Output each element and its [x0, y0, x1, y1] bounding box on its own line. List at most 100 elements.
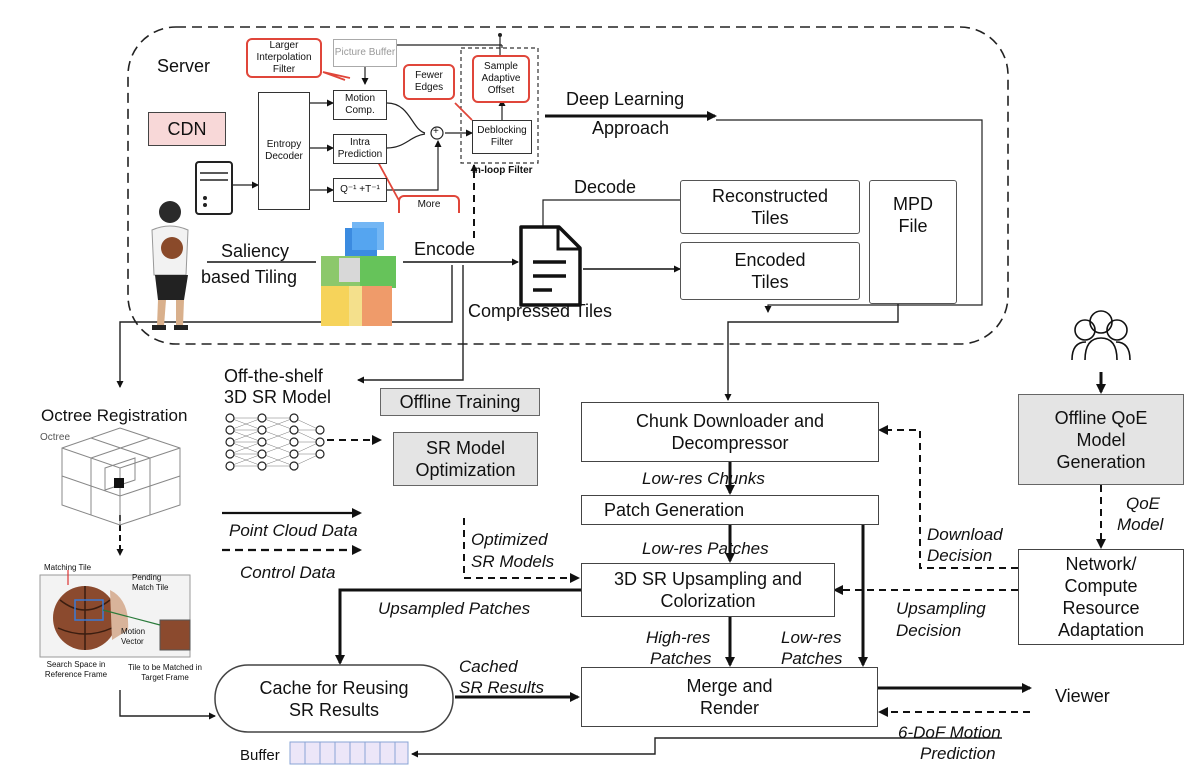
intra-prediction-label: Intra Prediction [337, 137, 383, 160]
tile-to-match-label: Tile to be Matched in Target Frame [128, 663, 202, 682]
decision-b-label: Decision [896, 621, 962, 640]
motion-prediction-label-2: Prediction [920, 744, 996, 763]
deep-learning-label: Deep Learning [566, 89, 685, 109]
pending-match-label: Pending Match Tile [132, 573, 169, 592]
more-label: More [417, 199, 441, 210]
encode-label: Encode [414, 239, 476, 259]
intra-prediction-box: Intra Prediction [333, 134, 387, 164]
entropy-decoder-label: Entropy Decoder [265, 139, 303, 162]
more-callout: More [398, 195, 460, 213]
chunk-downloader-box: Chunk Downloader and Decompressor [581, 402, 879, 462]
high-res-patches-label: Patches [650, 649, 712, 668]
octree-label: Octree [40, 432, 71, 443]
viewer-label: Viewer [1055, 686, 1110, 706]
sr-upsampling-label: 3D SR Upsampling and Colorization [613, 569, 803, 611]
buffer-label: Buffer [240, 747, 280, 764]
motion-prediction-label-1: 6-DoF Motion [898, 723, 1001, 742]
sr-models-label: SR Models [471, 552, 555, 571]
compressed-tiles-label: Compressed Tiles [468, 301, 613, 321]
network-adaptation-label: Network/ Compute Resource Adaptation [1057, 554, 1145, 640]
server-label: Server [157, 56, 211, 76]
fewer-edges-label: Fewer Edges [414, 70, 444, 93]
merge-render-label: Merge and Render [686, 676, 773, 718]
reconstructed-tiles-label: Reconstructed Tiles [711, 186, 829, 228]
chunk-downloader-label: Chunk Downloader and Decompressor [635, 411, 825, 453]
sr-model-opt-box: SR Model Optimization [393, 432, 538, 486]
person-figure [151, 201, 189, 330]
decode-label: Decode [574, 177, 637, 197]
encoded-tiles-label: Encoded Tiles [734, 250, 806, 292]
offline-training-label: Offline Training [399, 392, 521, 412]
low-res-chunks-label: Low-res Chunks [642, 469, 765, 488]
sr-upsampling-box: 3D SR Upsampling and Colorization [581, 563, 835, 617]
optimized-label: Optimized [471, 530, 548, 549]
mpd-file-box: MPD File [869, 180, 957, 304]
octree-registration-label: Octree Registration [41, 406, 188, 425]
sao-label: Sample Adaptive Offset [481, 61, 521, 96]
q-t-box: Q⁻¹ +T⁻¹ [333, 178, 387, 202]
sao-callout: Sample Adaptive Offset [472, 55, 530, 103]
patch-generation-label: Patch Generation [604, 500, 745, 520]
ots-model-line1: Off-the-shelf [224, 366, 323, 386]
sr-model-opt-label: SR Model Optimization [415, 438, 516, 480]
inloop-filter-label: In-loop Filter [472, 165, 533, 176]
patch-generation-box: Patch Generation [581, 495, 879, 525]
ots-model-line2: 3D SR Model [224, 387, 332, 407]
reconstructed-tiles-box: Reconstructed Tiles [680, 180, 860, 234]
neural-network-icon [229, 417, 321, 467]
q-t-label: Q⁻¹ +T⁻¹ [340, 184, 380, 195]
motion-vector-label: Motion Vector [121, 627, 146, 646]
cache-label: Cache for Reusing SR Results [259, 677, 409, 720]
upsampling-label: Upsampling [896, 599, 986, 618]
point-cloud-data-label: Point Cloud Data [229, 521, 358, 540]
cdn-label: CDN [167, 118, 207, 139]
server-tower-icon [195, 161, 233, 215]
decision-a-label: Decision [927, 546, 993, 565]
low-res-patches-label: Low-res Patches [642, 539, 769, 558]
sum-sign: + [433, 126, 439, 137]
saliency-label: Saliency [221, 241, 290, 261]
merge-render-box: Merge and Render [581, 667, 878, 727]
control-data-label: Control Data [240, 563, 336, 582]
matching-image [39, 570, 191, 658]
octree-cube-icon [61, 427, 181, 526]
motion-comp-label: Motion Comp. [344, 93, 375, 116]
mpd-file-label: MPD File [893, 194, 933, 236]
matching-tile-label: Matching Tile [44, 563, 92, 572]
entropy-decoder-box: Entropy Decoder [258, 92, 310, 210]
larger-interp-label: Larger Interpolation Filter [256, 40, 312, 75]
fewer-edges-callout: Fewer Edges [403, 64, 455, 100]
document-icon [519, 225, 582, 307]
deblocking-box: Deblocking Filter [472, 120, 532, 154]
qoe-label: QoE [1126, 494, 1161, 513]
search-space-label: Search Space in Reference Frame [44, 660, 108, 679]
model-label: Model [1117, 515, 1164, 534]
low-res-b-label: Low-res [781, 628, 842, 647]
upsampled-patches-label: Upsampled Patches [378, 599, 531, 618]
motion-comp-box: Motion Comp. [333, 90, 387, 120]
offline-qoe-box: Offline QoE Model Generation [1018, 394, 1184, 485]
server-region [127, 26, 1009, 345]
sr-results-label: SR Results [459, 678, 545, 697]
deblocking-label: Deblocking Filter [477, 125, 527, 148]
users-icon [1071, 310, 1131, 361]
low-res-patches-b-label: Patches [781, 649, 843, 668]
download-label: Download [927, 525, 1003, 544]
based-tiling-label: based Tiling [201, 267, 298, 287]
picture-buffer-box: Picture Buffer [333, 39, 397, 67]
cached-label: Cached [459, 657, 518, 676]
encoded-tiles-box: Encoded Tiles [680, 242, 860, 300]
offline-training-box: Offline Training [380, 388, 540, 416]
cache-label-wrap: Cache for Reusing SR Results [215, 665, 453, 732]
network-adaptation-box: Network/ Compute Resource Adaptation [1018, 549, 1184, 645]
cache-box [214, 664, 454, 733]
offline-qoe-label: Offline QoE Model Generation [1054, 407, 1148, 472]
tiling-blocks-icon [321, 222, 396, 326]
picture-buffer-label: Picture Buffer [334, 47, 396, 58]
cdn-box: CDN [148, 112, 226, 146]
buffer-strip [289, 741, 409, 765]
approach-label: Approach [592, 118, 670, 138]
high-res-label: High-res [646, 628, 711, 647]
larger-interp-callout: Larger Interpolation Filter [246, 38, 322, 78]
